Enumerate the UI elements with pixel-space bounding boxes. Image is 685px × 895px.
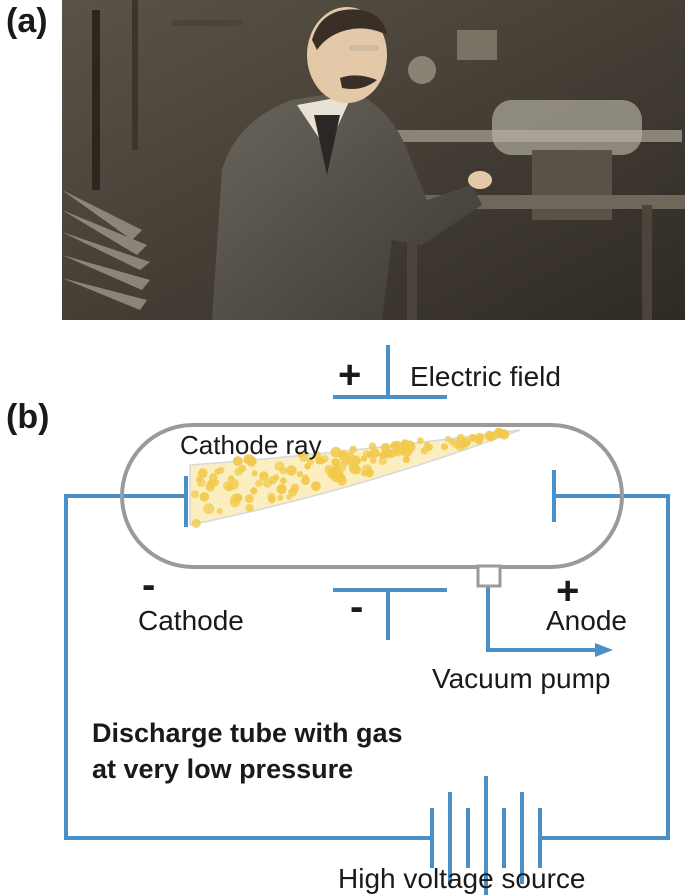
electron-dot	[468, 433, 477, 442]
electron-dot	[327, 469, 338, 479]
electron-dot	[272, 474, 280, 481]
electron-dot	[441, 443, 449, 451]
bottom-plate-minus-sign: -	[350, 585, 363, 629]
electron-dot	[311, 481, 321, 492]
electron-dot	[341, 458, 350, 467]
electron-dot	[277, 494, 284, 501]
electron-dot	[209, 473, 218, 482]
electron-dot	[459, 440, 468, 449]
electron-dot	[199, 492, 210, 502]
electron-dot	[276, 484, 287, 495]
electron-dot	[245, 504, 254, 513]
electron-dot	[198, 468, 208, 479]
battery-icon	[430, 776, 542, 895]
electron-dot	[417, 437, 424, 444]
electron-dot	[223, 480, 233, 491]
electron-dot	[495, 428, 503, 436]
electron-dot	[401, 439, 408, 446]
electron-dot	[392, 440, 403, 452]
electron-dots	[190, 427, 510, 529]
vacuum-pump-line	[486, 582, 597, 652]
electron-dot	[268, 496, 276, 504]
electron-dot	[238, 464, 247, 473]
electron-dot	[196, 475, 203, 483]
electron-dot	[263, 478, 272, 488]
anode-wire	[538, 494, 670, 840]
electron-dot	[216, 507, 223, 515]
electron-dot	[290, 483, 300, 492]
electron-dot	[369, 457, 377, 464]
electron-dot	[279, 466, 288, 475]
panel-label-a: (a)	[6, 2, 48, 40]
electron-dot	[259, 471, 269, 481]
electron-dot	[405, 442, 416, 453]
electron-dot	[501, 431, 509, 439]
electron-dot	[306, 458, 314, 466]
electron-dot	[330, 446, 342, 458]
electron-dot	[402, 456, 410, 464]
electron-dot	[484, 430, 495, 441]
electron-dot	[362, 450, 371, 458]
electron-dot	[191, 518, 201, 529]
top-plate-plus-sign: +	[338, 353, 361, 397]
cathode-wire	[64, 494, 432, 840]
electron-dot	[378, 456, 387, 466]
electron-dot	[233, 493, 243, 503]
electron-dot	[364, 468, 374, 478]
electron-dot	[227, 475, 235, 482]
electron-dot	[476, 434, 484, 443]
cathode-ray-label: Cathode ray	[180, 430, 322, 460]
electron-dot	[245, 494, 254, 504]
high-voltage-source-label: High voltage source	[338, 863, 585, 894]
vacuum-pump-label: Vacuum pump	[432, 663, 610, 694]
electron-dot	[203, 503, 215, 515]
photo-scientist-with-apparatus	[62, 0, 685, 320]
electron-dot	[251, 470, 258, 477]
tube-description-line-2: at very low pressure	[92, 754, 353, 784]
pump-port	[476, 564, 502, 588]
discharge-tube	[120, 423, 624, 569]
electron-dot	[243, 454, 254, 465]
electron-dot	[255, 479, 263, 488]
electric-field-label: Electric field	[410, 361, 561, 392]
electron-dot	[286, 465, 297, 476]
cathode-label: Cathode	[138, 605, 244, 636]
electron-dot	[286, 494, 293, 500]
electron-dot	[280, 477, 287, 485]
electron-dot	[423, 441, 431, 448]
electron-dot	[315, 456, 324, 465]
electron-dot	[380, 442, 391, 453]
panel-label-b: (b)	[6, 398, 50, 436]
electron-dot	[232, 456, 243, 466]
electron-dot	[299, 452, 309, 462]
cathode-sign: -	[142, 563, 155, 607]
anode-label: Anode	[546, 605, 627, 636]
electron-dot	[250, 487, 258, 495]
tube-description-line-1: Discharge tube with gas	[92, 718, 403, 748]
vacuum-pump-arrow-icon	[595, 643, 613, 657]
electron-dot	[190, 490, 200, 499]
electron-dot	[352, 465, 362, 475]
electron-dot	[296, 470, 304, 478]
electron-dot	[369, 448, 380, 459]
electron-dot	[349, 445, 357, 453]
electron-dot	[214, 468, 221, 475]
anode-sign: +	[556, 569, 579, 613]
electron-dot	[360, 470, 368, 477]
electron-dot	[368, 442, 377, 451]
electron-dot	[301, 476, 310, 485]
electron-dot	[333, 464, 340, 471]
